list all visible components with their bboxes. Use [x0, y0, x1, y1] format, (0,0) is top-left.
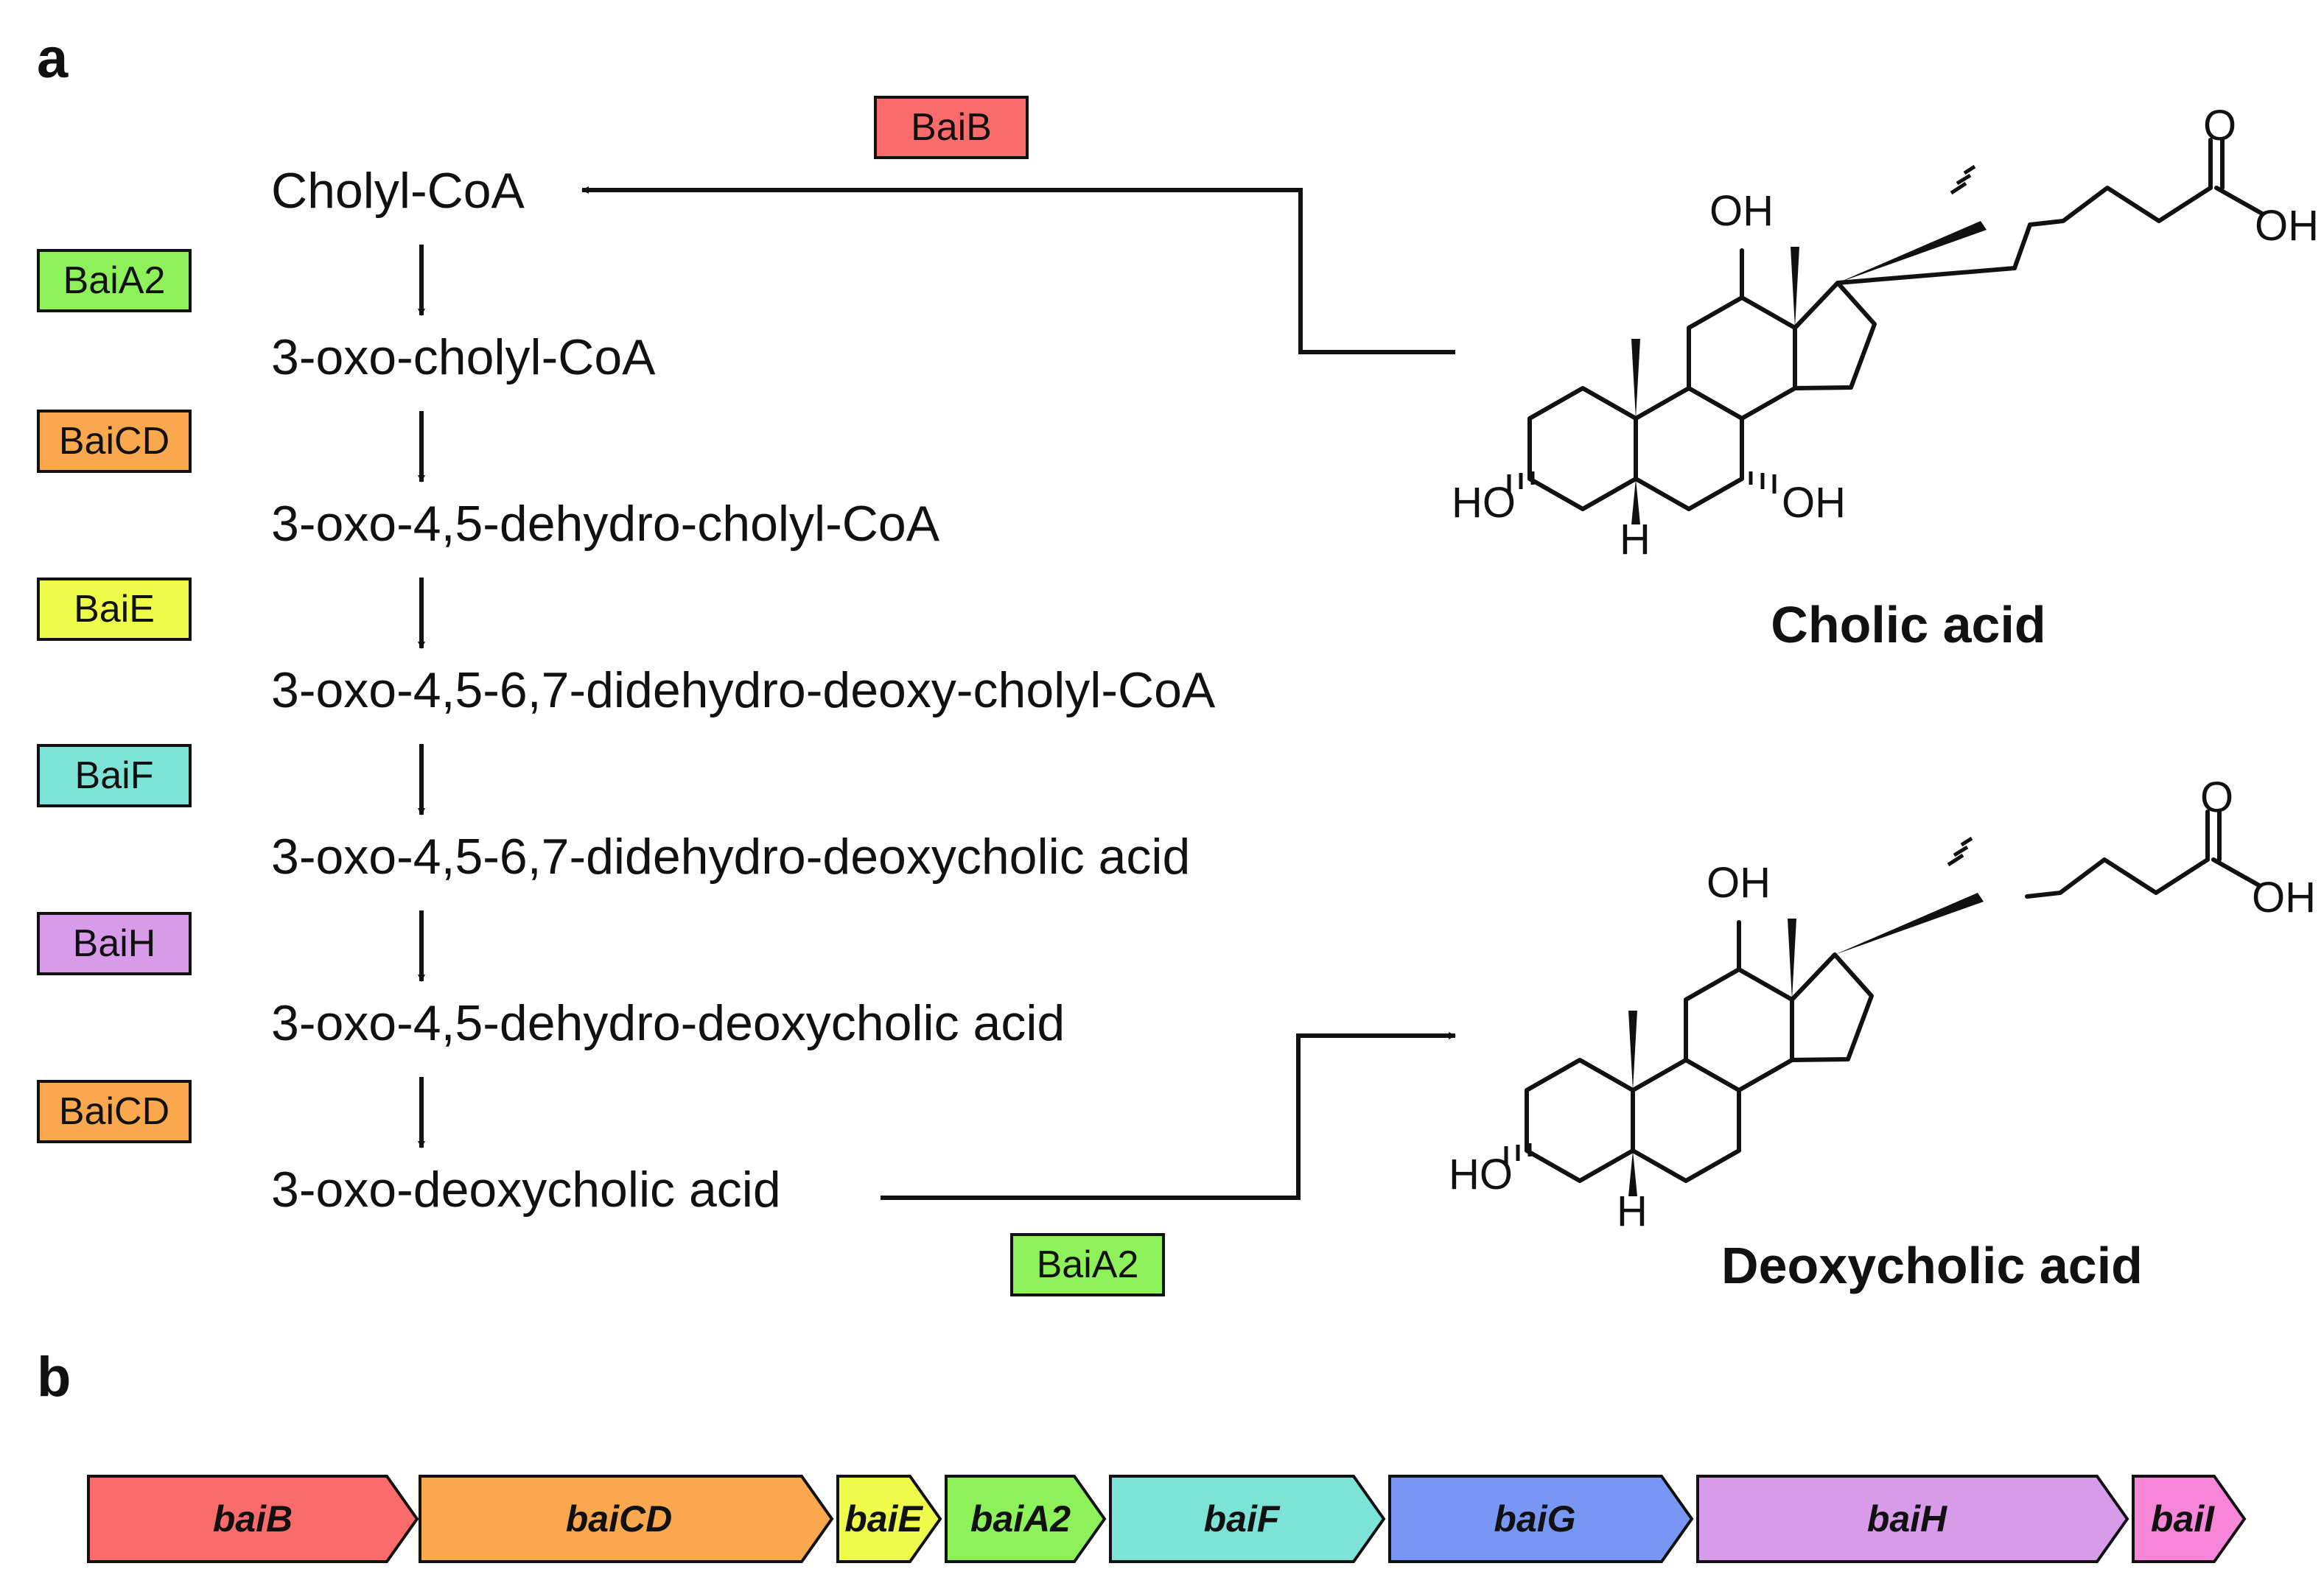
enzyme-box-step-4: BaiF — [37, 744, 192, 807]
gene-baii: baiI — [2132, 1475, 2247, 1563]
enzyme-label-baib: BaiB — [911, 106, 992, 149]
steroid-skeleton — [1504, 810, 2261, 1196]
metabolite-3-oxo-didehydro-deoxy-cholyl-coa: 3-oxo-4,5-6,7-didehydro-deoxy-cholyl-CoA — [271, 662, 1216, 718]
svg-text:baiH: baiH — [1867, 1498, 1947, 1540]
cholic-acid-name: Cholic acid — [1771, 596, 2045, 653]
svg-text:BaiCD: BaiCD — [59, 420, 169, 463]
svg-text:baiI: baiI — [2151, 1498, 2215, 1540]
svg-text:BaiA2: BaiA2 — [63, 259, 166, 302]
deoxycholic-acid-structure: OH O OH HO H Deoxycholic acid — [1449, 773, 2316, 1294]
step-enzyme-boxes: BaiA2 BaiCD BaiE BaiF BaiH BaiCD — [37, 249, 192, 1143]
panel-a-label: a — [37, 27, 69, 90]
cholic-acid-oh-label: OH — [2255, 202, 2319, 250]
gene-baib: baiB — [87, 1475, 419, 1563]
svg-text:baiB: baiB — [213, 1498, 293, 1540]
enzyme-box-baia2-exit — [1010, 1233, 1165, 1296]
metabolite-3-oxo-didehydro-deoxycholic-acid: 3-oxo-4,5-6,7-didehydro-deoxycholic acid — [271, 829, 1190, 885]
gene-baia2: baiA2 — [945, 1475, 1107, 1563]
deoxycholic-oh12-label: OH — [1707, 859, 1771, 907]
enzyme-box-step-2: BaiCD — [37, 410, 192, 473]
metabolite-3-oxo-dehydro-cholyl-coa: 3-oxo-4,5-dehydro-cholyl-CoA — [271, 496, 940, 552]
enzyme-box-step-1: BaiA2 — [37, 249, 192, 312]
gene-baih: baiH — [1696, 1475, 2129, 1563]
cholic-oh7-label: OH — [1782, 479, 1846, 527]
cholic-oh12-label: OH — [1709, 187, 1774, 235]
svg-text:baiE: baiE — [844, 1498, 923, 1540]
svg-text:baiCD: baiCD — [566, 1498, 672, 1540]
metabolite-3-oxo-cholyl-coa: 3-oxo-cholyl-CoA — [271, 329, 656, 385]
entry-arrow — [581, 186, 1455, 354]
deoxycholic-ho3-label: HO — [1449, 1151, 1513, 1198]
gene-baie: baiE — [836, 1475, 942, 1563]
enzyme-box-baib — [874, 96, 1029, 159]
enzyme-label-baia2-exit: BaiA2 — [1037, 1243, 1139, 1286]
gene-cluster: baiB baiCD baiE baiA2 baiF baiG baiH ba — [87, 1475, 2247, 1563]
svg-text:BaiH: BaiH — [73, 922, 156, 965]
svg-text:baiG: baiG — [1494, 1498, 1575, 1540]
metabolite-3-oxo-dehydro-deoxycholic-acid: 3-oxo-4,5-dehydro-deoxycholic acid — [271, 995, 1065, 1051]
svg-text:BaiE: BaiE — [74, 588, 155, 631]
metabolite-cholyl-coa: Cholyl-CoA — [271, 163, 525, 219]
deoxycholic-acid-oh-label: OH — [2252, 874, 2316, 922]
entry-connector: BaiB — [581, 96, 1455, 354]
svg-text:BaiCD: BaiCD — [59, 1090, 169, 1133]
svg-text:baiA2: baiA2 — [970, 1498, 1071, 1540]
gene-baig: baiG — [1388, 1475, 1694, 1563]
panel-b-label: b — [37, 1346, 71, 1408]
gene-baicd: baiCD — [419, 1475, 834, 1563]
cholic-acid-structure: OH O OH HO H OH Cholic acid — [1452, 102, 2319, 653]
deoxycholic-h5-label: H — [1617, 1187, 1648, 1235]
enzyme-box-step-3: BaiE — [37, 578, 192, 641]
cholic-ho3-label: HO — [1452, 479, 1516, 527]
metabolite-3-oxo-deoxycholic-acid: 3-oxo-deoxycholic acid — [271, 1162, 781, 1218]
deoxycholic-carbonyl-o-label: O — [2200, 773, 2233, 821]
metabolite-list: Cholyl-CoA 3-oxo-cholyl-CoA 3-oxo-4,5-de… — [271, 163, 1216, 1218]
svg-text:BaiF: BaiF — [75, 754, 154, 797]
steroid-skeleton — [1507, 138, 2264, 524]
enzyme-box-step-6: BaiCD — [37, 1080, 192, 1143]
exit-arrow — [881, 1032, 1456, 1200]
cholic-h5-label: H — [1620, 516, 1651, 564]
enzyme-box-step-5: BaiH — [37, 912, 192, 975]
exit-connector: BaiA2 — [881, 1032, 1456, 1296]
gene-baif: baiF — [1109, 1475, 1386, 1563]
deoxycholic-acid-name: Deoxycholic acid — [1721, 1237, 2143, 1294]
cholic-carbonyl-o-label: O — [2203, 102, 2236, 150]
svg-text:baiF: baiF — [1204, 1498, 1281, 1540]
